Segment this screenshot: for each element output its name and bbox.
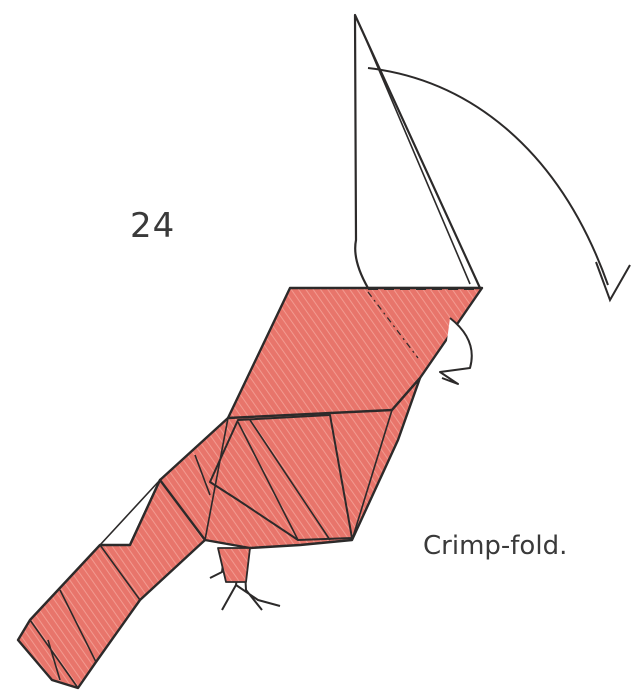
leg-fill bbox=[218, 548, 250, 582]
step-caption: Crimp-fold. bbox=[423, 531, 567, 561]
step-number: 24 bbox=[130, 206, 175, 246]
tail bbox=[18, 480, 205, 688]
neck-body bbox=[228, 288, 482, 430]
